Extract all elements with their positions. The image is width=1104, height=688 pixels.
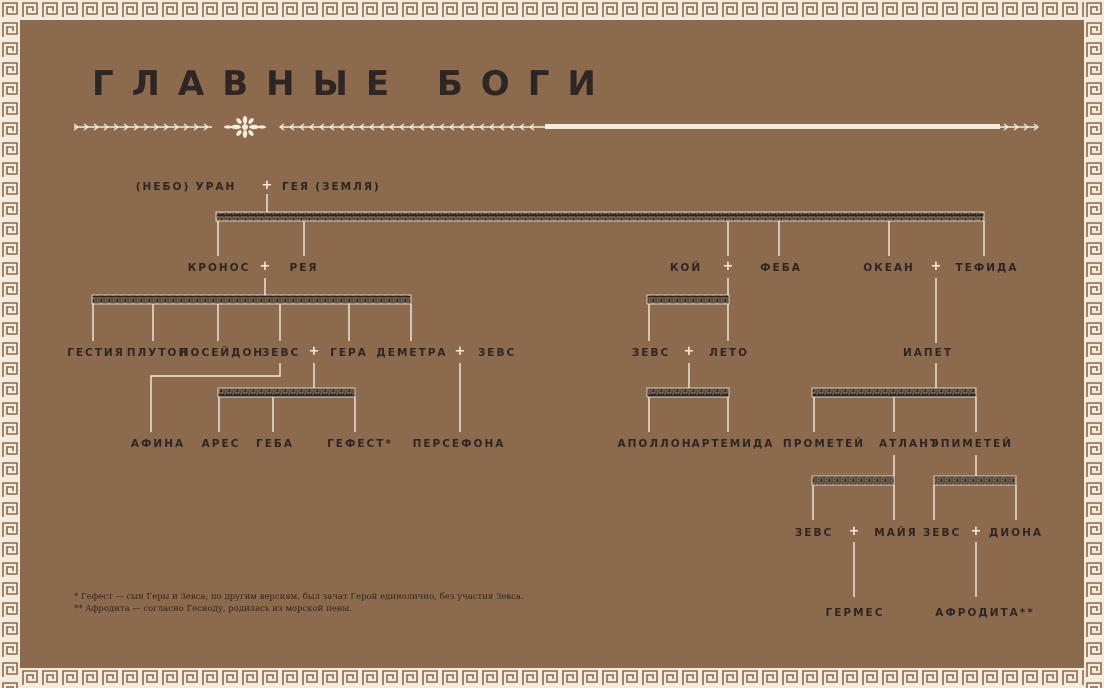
greek-key-border-left — [0, 0, 20, 688]
plus-zevs-mayya: + — [848, 524, 860, 539]
connector-lines — [92, 194, 1017, 597]
meander-bars — [91, 211, 1017, 486]
footnote-gefest: * Гефест — сын Геры и Зевса; по другим в… — [74, 592, 524, 602]
plus-okean-tefida: + — [930, 259, 942, 274]
node-iapet: ИАПЕТ — [902, 347, 954, 359]
label-zemlya: (ЗЕМЛЯ) — [315, 181, 381, 193]
node-poseydon: ПОСЕЙДОН — [179, 347, 265, 359]
node-zevs-5: ЗЕВС — [922, 527, 962, 539]
node-ares: АРЕС — [201, 438, 241, 450]
node-diona: ДИОНА — [989, 527, 1043, 539]
label-nebo: (НЕБО) — [135, 181, 191, 193]
node-gestiya: ГЕСТИЯ — [67, 347, 125, 359]
node-tefida: ТЕФИДА — [955, 262, 1019, 274]
node-feba: ФЕБА — [760, 262, 802, 274]
node-demetra: ДЕМЕТРА — [376, 347, 448, 359]
plus-uran-geya: + — [261, 178, 273, 193]
node-pluton: ПЛУТОН — [126, 347, 190, 359]
node-leto: ЛЕТО — [709, 347, 749, 359]
title-divider-band — [545, 124, 1000, 129]
plus-koy-feba: + — [722, 259, 734, 274]
title-divider — [73, 123, 1040, 131]
greek-key-border-top — [0, 0, 1104, 20]
footnote-afrodita: ** Афродита — согласно Гесиоду, родилась… — [74, 604, 352, 614]
node-afina: АФИНА — [130, 438, 186, 450]
footnotes: * Гефест — сын Геры и Зевса; по другим в… — [74, 591, 524, 615]
node-zevs-1: ЗЕВС — [261, 347, 301, 359]
node-geya: ГЕЯ — [282, 181, 310, 193]
node-artemida: АРТЕМИДА — [691, 438, 775, 450]
greek-key-border-right — [1084, 0, 1104, 688]
plus-zevs-gera: + — [308, 344, 320, 359]
plus-zevs-leto: + — [683, 344, 695, 359]
plus-zevs-diona: + — [970, 524, 982, 539]
flower-ornament — [224, 116, 266, 138]
node-atlant: АТЛАНТ — [878, 438, 940, 450]
page-title: ГЛАВНЫЕ БОГИ — [92, 64, 614, 104]
node-persefona: ПЕРСЕФОНА — [412, 438, 506, 450]
node-prometey: ПРОМЕТЕЙ — [782, 438, 866, 450]
node-gera: ГЕРА — [330, 347, 368, 359]
node-afrodita: АФРОДИТА** — [935, 607, 1035, 619]
node-reya: РЕЯ — [289, 262, 319, 274]
node-okean: ОКЕАН — [863, 262, 915, 274]
node-geba: ГЕБА — [256, 438, 294, 450]
node-zevs-3: ЗЕВС — [631, 347, 671, 359]
node-kronos: КРОНОС — [187, 262, 251, 274]
node-zevs-2: ЗЕВС — [477, 347, 517, 359]
node-zevs-4: ЗЕВС — [794, 527, 834, 539]
node-mayya: МАЙЯ — [874, 527, 918, 539]
node-epimetey: ЭПИМЕТЕЙ — [930, 438, 1014, 450]
node-germes: ГЕРМЕС — [825, 607, 885, 619]
node-koy: КОЙ — [669, 262, 703, 274]
node-uran: УРАН — [195, 181, 237, 193]
node-gefest: ГЕФЕСТ* — [327, 438, 393, 450]
node-apollon: АПОЛЛОН — [617, 438, 693, 450]
greek-key-border-bottom — [0, 668, 1104, 688]
plus-kronos-reya: + — [259, 259, 271, 274]
plus-demetra-zevs: + — [454, 344, 466, 359]
